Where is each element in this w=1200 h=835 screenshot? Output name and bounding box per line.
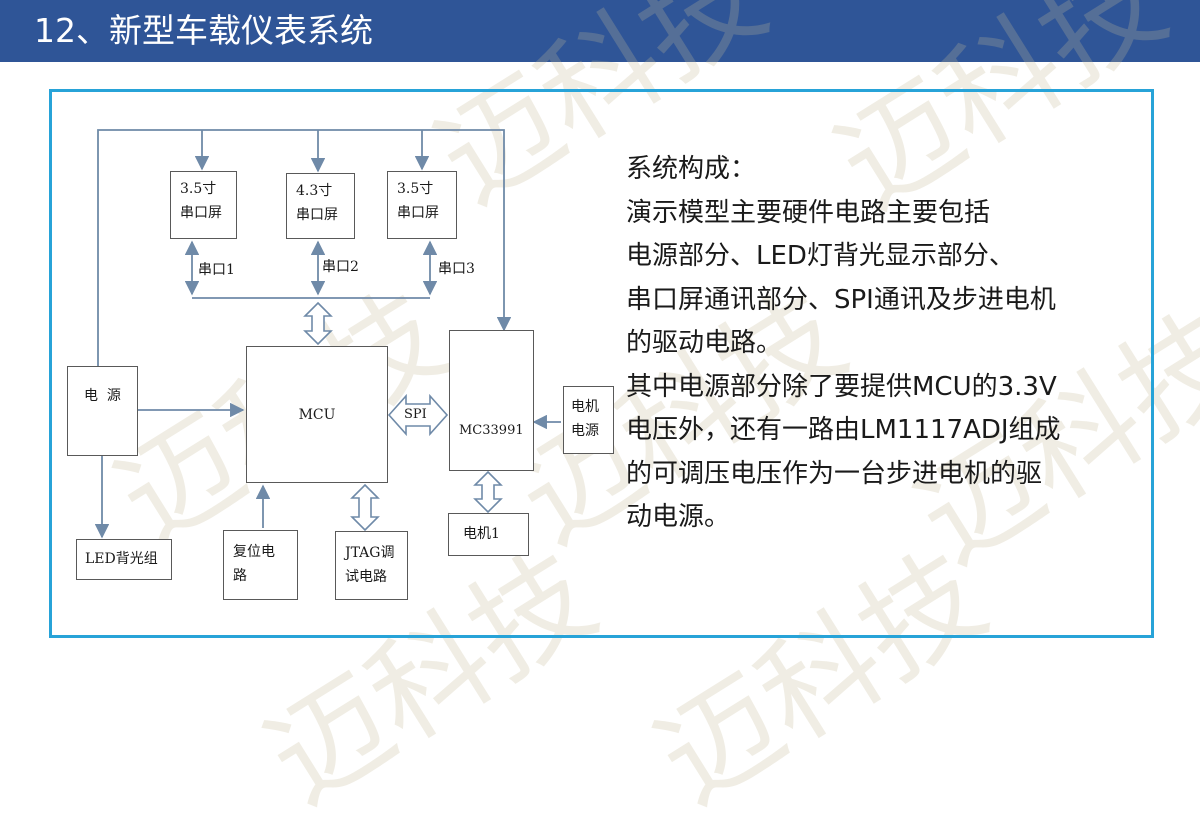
diagram-frame [49,89,1154,638]
description-line: 演示模型主要硬件电路主要包括 [626,197,991,228]
motor1-block: 电机1 [448,513,529,556]
description-heading: 系统构成： [626,154,757,184]
motor-power-block: 电机 电源 [563,386,614,454]
spi-label: SPI [404,407,427,422]
screen-size-label: 3.5寸 [180,181,217,197]
mc33991-block: MC33991 [449,330,534,471]
page-title: 12、新型车载仪表系统 [34,11,373,50]
block-diagram-connectors [94,129,561,539]
screen-type-label: 串口屏 [397,205,439,221]
screen-type-label: 串口屏 [296,207,338,223]
spi-double-arrow [387,393,449,437]
power-label: 电 源 [84,388,121,404]
mcu-jtag-double-arrow [350,483,380,532]
description-line: 的驱动电路。 [626,328,783,358]
screen-size-label: 4.3寸 [296,183,333,199]
uart1-label: 串口1 [198,262,235,278]
screen-type-label: 串口屏 [180,205,222,221]
jtag-line1: JTAG调 [345,545,395,561]
reset-line2: 路 [233,568,247,584]
screen-3-5inch-2: 3.5寸 串口屏 [387,171,457,239]
motor1-label: 电机1 [463,526,500,542]
screen-3-5inch-1: 3.5寸 串口屏 [170,171,237,239]
screen-size-label: 3.5寸 [397,181,434,197]
screen-4-3inch: 4.3寸 串口屏 [286,173,355,239]
system-description: 系统构成： 演示模型主要硬件电路主要包括 电源部分、LED灯背光显示部分、 串口… [626,148,1146,540]
description-line: 电源部分、LED灯背光显示部分、 [626,241,1015,271]
mcu-block: MCU [246,346,388,483]
led-backlight-block: LED背光组 [76,539,172,580]
description-line: 动电源。 [626,502,731,532]
power-block: 电 源 [67,366,138,456]
power-bus-line [97,129,512,366]
reset-line1: 复位电 [233,544,275,560]
mc33991-label: MC33991 [459,423,524,438]
description-line: 其中电源部分除了要提供MCU的3.3V [626,371,1057,402]
uart-bus-mcu-double-arrow [303,301,333,346]
description-line: 串口屏通讯部分、SPI通讯及步进电机 [626,284,1056,315]
description-line: 的可调压电压作为一台步进电机的驱 [626,458,1043,489]
jtag-debug-block: JTAG调 试电路 [335,531,408,600]
motor-power-line2: 电源 [571,423,599,439]
jtag-line2: 试电路 [345,569,387,585]
led-backlight-label: LED背光组 [85,551,158,567]
description-line: 电压外，还有一路由LM1117ADJ组成 [626,415,1061,445]
driver-motor-double-arrow [473,470,503,514]
reset-circuit-block: 复位电 路 [223,530,298,600]
motor-power-line1: 电机 [571,399,599,415]
header-bar: 12、新型车载仪表系统 [0,0,1200,62]
mcu-label: MCU [298,407,336,423]
uart3-label: 串口3 [438,261,475,277]
uart2-label: 串口2 [322,259,359,275]
